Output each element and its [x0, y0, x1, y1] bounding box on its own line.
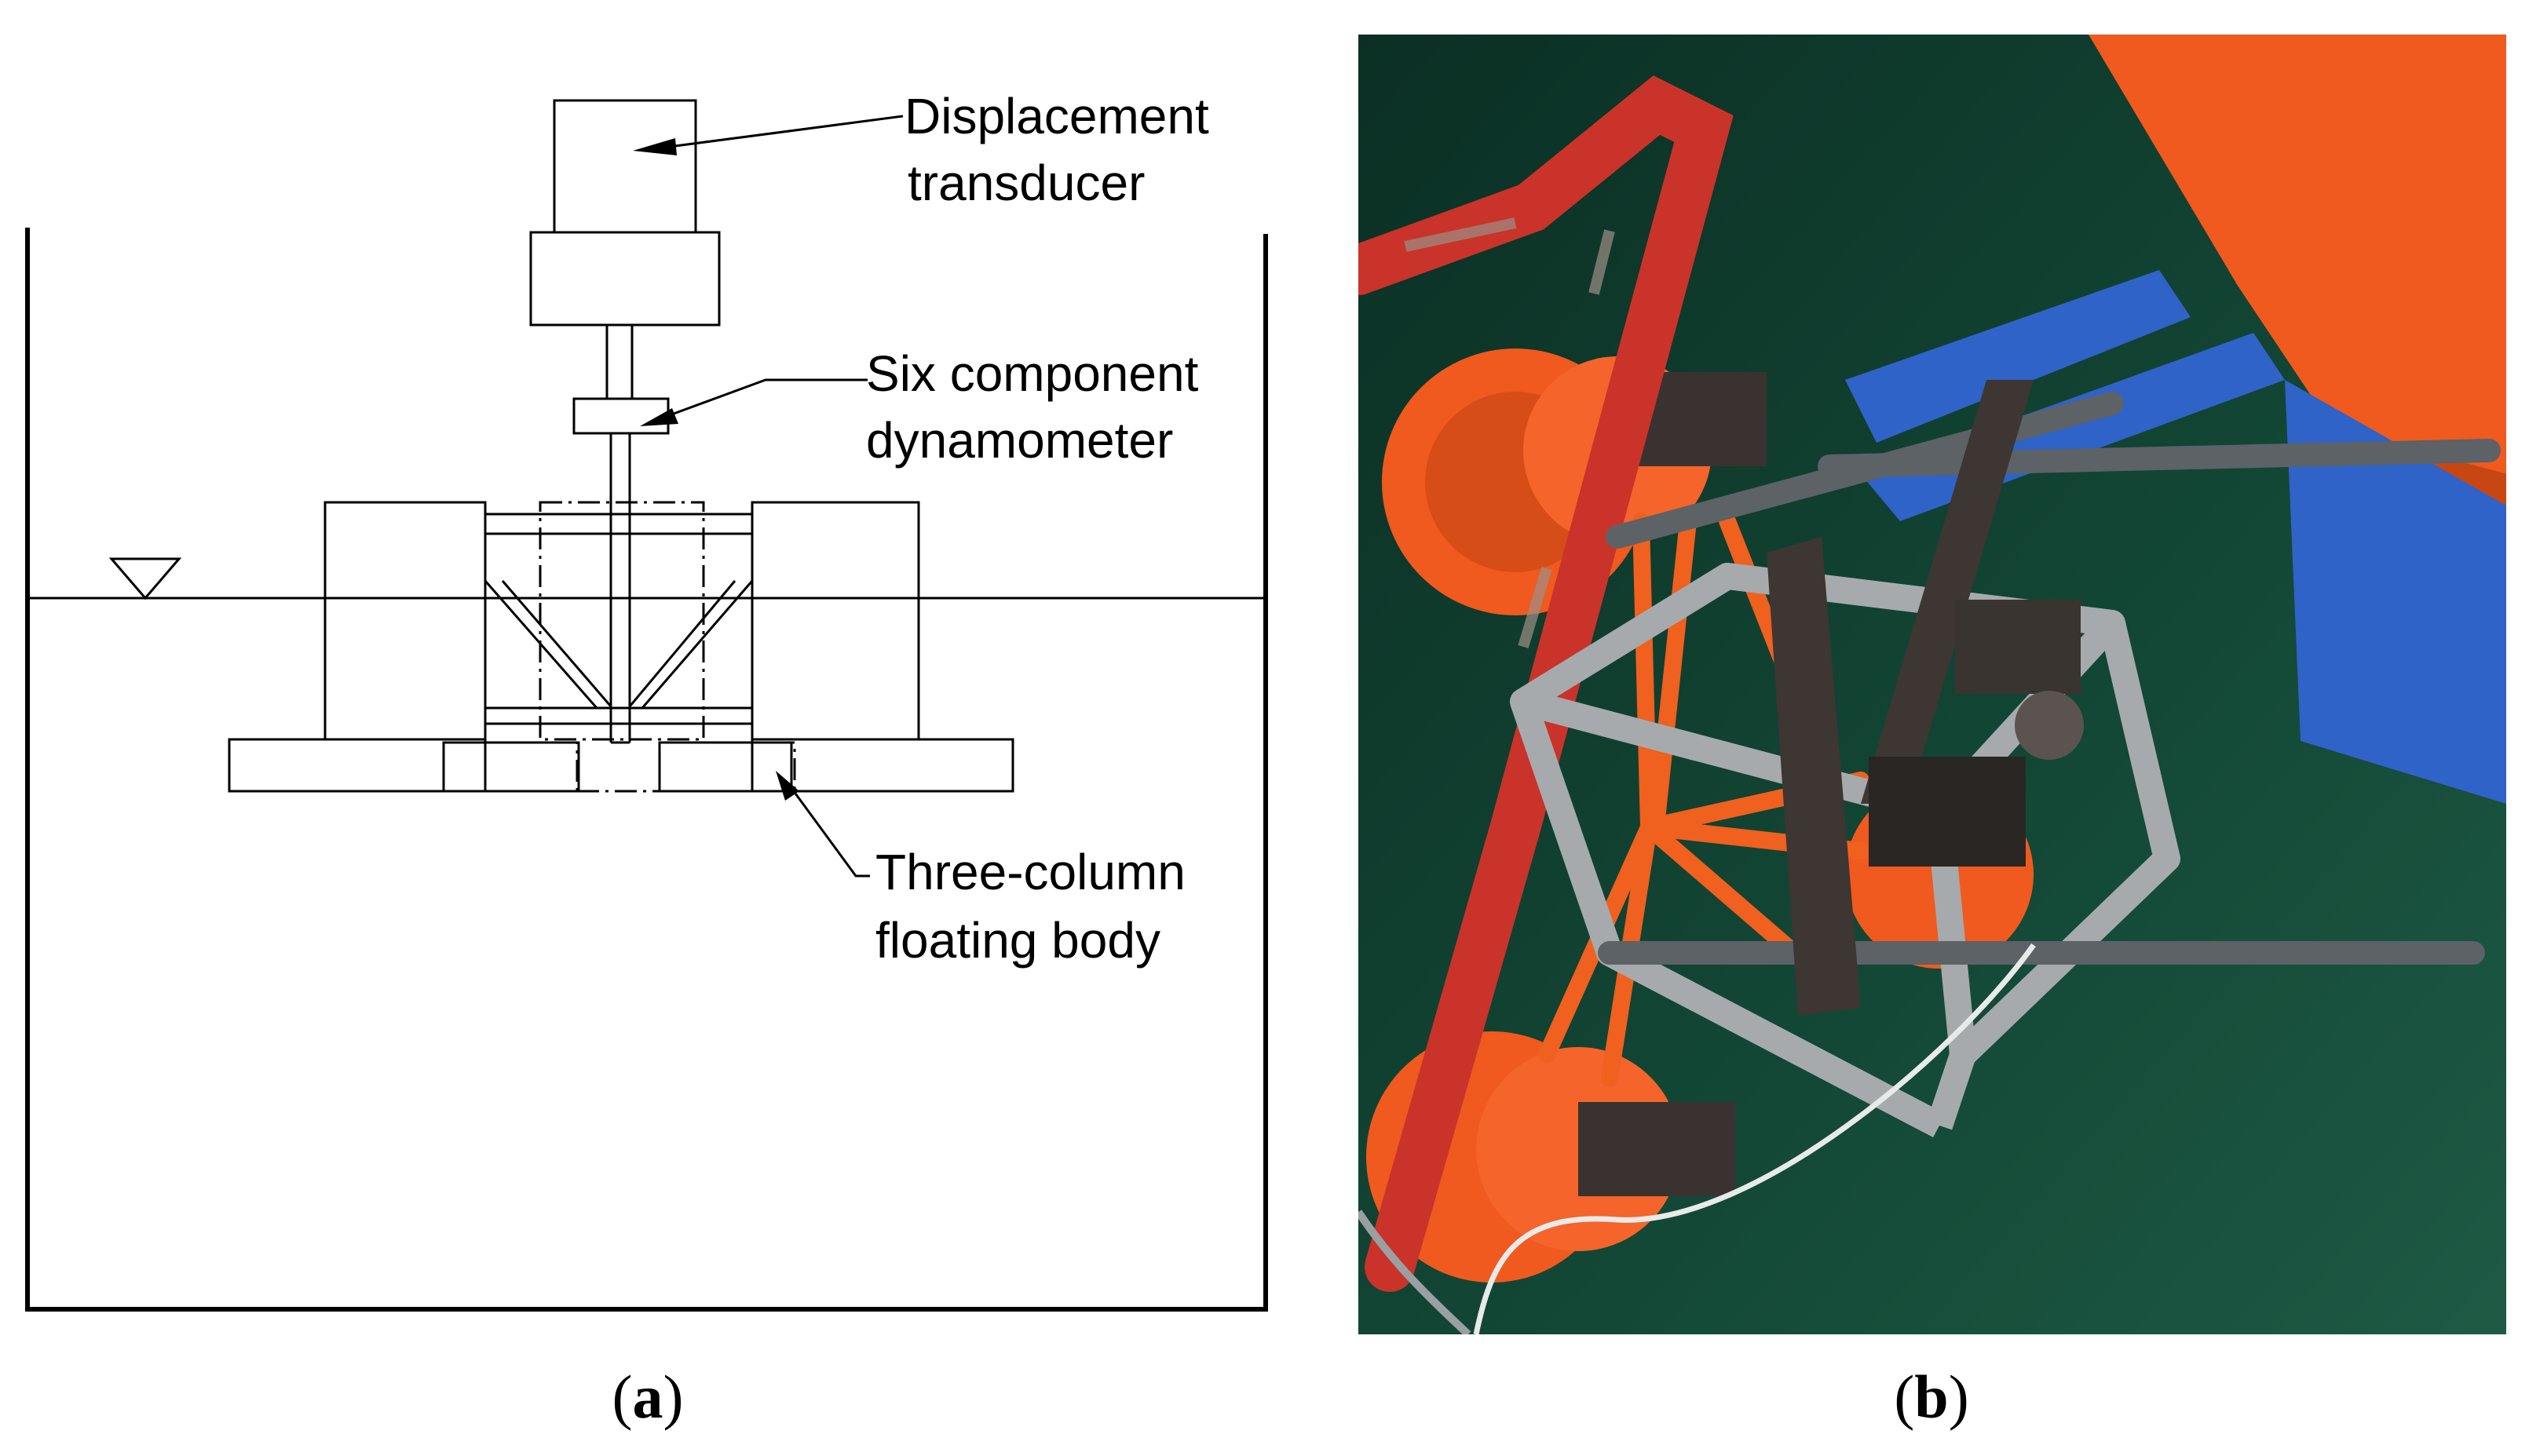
label-floating-line2: floating body [875, 912, 1160, 969]
red-pipe-wear [1404, 217, 1615, 649]
schematic-diagram: Displacement transducer Six component dy… [25, 88, 1268, 1312]
red-pipe [1358, 75, 1734, 1292]
experiment-photo [1358, 35, 2506, 1334]
water-level-symbol [108, 557, 182, 600]
label-floating-line1: Three-column [875, 844, 1186, 900]
arrowhead-floating [776, 771, 799, 801]
bottom-pontoons [442, 741, 793, 793]
leader-floating [788, 784, 870, 878]
caption-a: (a) [612, 1363, 684, 1431]
steel-rods [1598, 392, 2501, 965]
label-displacement-line2: transducer [908, 155, 1145, 211]
connecting-rod [609, 433, 631, 744]
white-cable [1473, 943, 2036, 1334]
three-column-floating-body [228, 501, 1014, 793]
arrowhead-dynamometer [640, 408, 678, 426]
label-dynamometer-line1: Six component [866, 345, 1199, 402]
label-displacement-line1: Displacement [905, 88, 1209, 144]
middle-column-hidden [442, 501, 796, 793]
instrument-cluster [1869, 600, 2084, 867]
six-component-dynamometer [572, 397, 670, 435]
grey-cable [1358, 1210, 1471, 1334]
caption-b: (b) [1894, 1363, 1969, 1431]
leader-displacement [674, 115, 904, 148]
steel-post [1767, 380, 2034, 1016]
displacement-transducer [529, 99, 721, 399]
tank-outline [25, 228, 1268, 1312]
leader-dynamometer [667, 378, 868, 418]
arrowhead-displacement [633, 138, 677, 155]
label-dynamometer-line2: dynamometer [866, 412, 1173, 469]
orange-hull [2089, 35, 2506, 474]
